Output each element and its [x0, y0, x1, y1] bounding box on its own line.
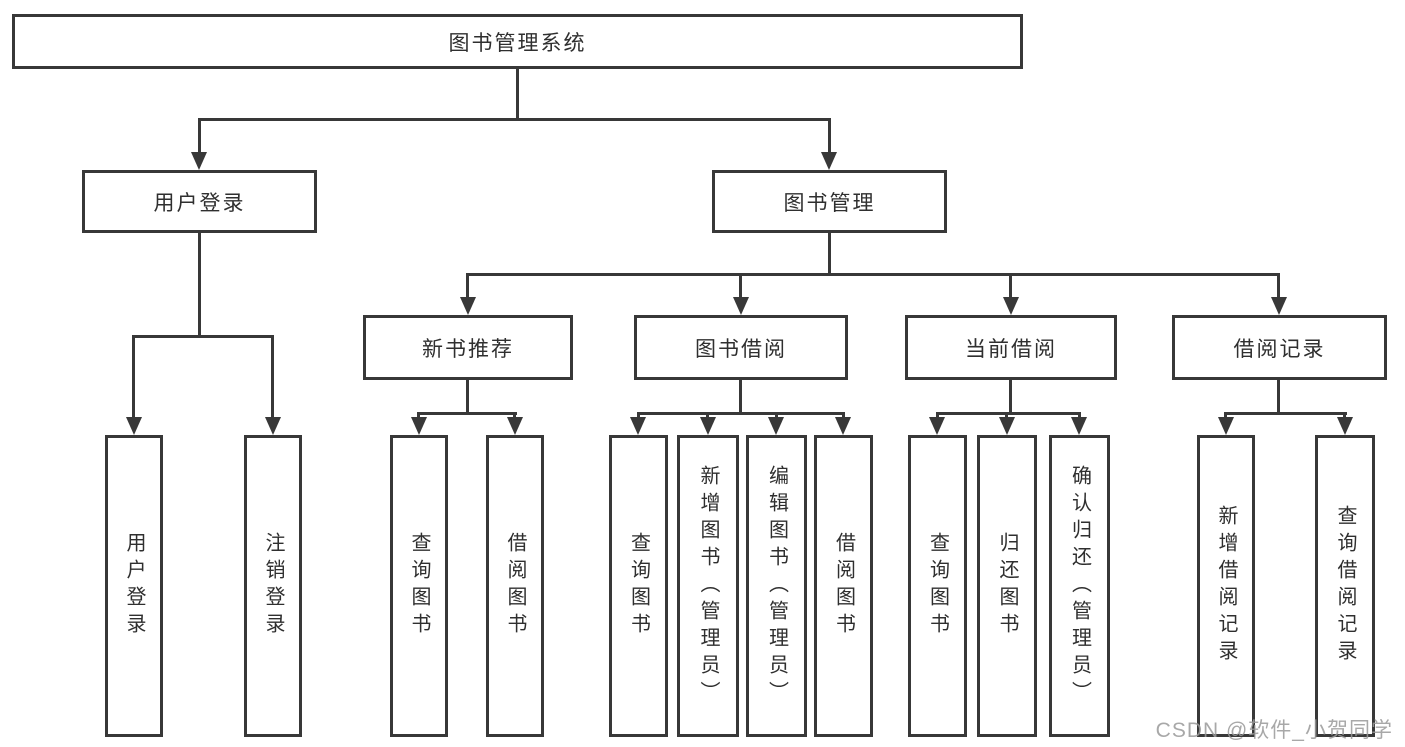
connector-line	[513, 412, 516, 420]
leaf-borrow-book: 借阅图书	[814, 435, 873, 737]
node-borrow-records: 借阅记录	[1172, 315, 1387, 380]
connector-line	[828, 118, 831, 154]
leaf-query-book-current: 查询图书	[908, 435, 967, 737]
arrow-down-icon	[411, 417, 427, 435]
leaf-edit-book-admin: 编辑图书（管理员）	[746, 435, 807, 737]
leaf-borrow-book-recommend-label: 借阅图书	[504, 532, 526, 640]
arrow-down-icon	[1218, 417, 1234, 435]
node-borrow-records-label: 借阅记录	[1233, 337, 1326, 361]
connector-line	[842, 412, 845, 420]
leaf-borrow-book-label: 借阅图书	[832, 532, 855, 640]
connector-line	[1277, 273, 1280, 299]
arrow-down-icon	[630, 417, 646, 435]
connector-line	[198, 233, 201, 335]
leaf-add-book-admin-label: 新增图书（管理员）	[697, 464, 719, 708]
connector-line	[637, 412, 640, 420]
node-book-borrow: 图书借阅	[634, 315, 848, 380]
leaf-return-book: 归还图书	[977, 435, 1037, 737]
connector-line	[1009, 273, 1012, 299]
leaf-query-borrow-record-label: 查询借阅记录	[1334, 505, 1356, 667]
arrow-down-icon	[460, 297, 476, 315]
leaf-query-book-current-label: 查询图书	[926, 532, 949, 640]
leaf-confirm-return-admin-label: 确认归还（管理员）	[1068, 464, 1091, 708]
connector-line	[1005, 412, 1008, 420]
watermark: CSDN @软件_小贺同学	[1155, 719, 1393, 742]
node-book-management-label: 图书管理	[783, 191, 876, 215]
connector-line	[198, 118, 201, 154]
node-new-book-recommend-label: 新书推荐	[422, 337, 514, 361]
connector-line	[466, 273, 469, 299]
leaf-add-borrow-record-label: 新增借阅记录	[1215, 505, 1237, 667]
node-new-book-recommend: 新书推荐	[363, 315, 573, 380]
arrow-down-icon	[768, 417, 784, 435]
leaf-query-book-recommend-label: 查询图书	[408, 532, 430, 640]
node-user-login: 用户登录	[82, 170, 317, 233]
connector-line	[1078, 412, 1081, 420]
connector-line	[1009, 380, 1012, 414]
connector-line	[198, 118, 831, 121]
arrow-down-icon	[265, 417, 281, 435]
connector-line	[1277, 380, 1280, 414]
connector-line	[516, 69, 519, 118]
connector-line	[271, 335, 274, 419]
leaf-user-login-label: 用户登录	[123, 532, 145, 640]
leaf-logout-label: 注销登录	[262, 532, 284, 640]
connector-line	[936, 412, 939, 420]
node-current-borrow-label: 当前借阅	[965, 337, 1057, 361]
connector-line	[1224, 412, 1347, 415]
arrow-down-icon	[1337, 417, 1353, 435]
leaf-borrow-book-recommend: 借阅图书	[486, 435, 544, 737]
leaf-return-book-label: 归还图书	[996, 532, 1018, 640]
node-book-borrow-label: 图书借阅	[695, 337, 787, 361]
connector-line	[828, 233, 831, 275]
arrow-down-icon	[733, 297, 749, 315]
arrow-down-icon	[999, 417, 1015, 435]
arrow-down-icon	[929, 417, 945, 435]
connector-line	[466, 273, 1280, 276]
node-user-login-label: 用户登录	[153, 191, 246, 215]
arrow-down-icon	[1071, 417, 1087, 435]
arrow-down-icon	[821, 152, 837, 170]
leaf-query-book-borrow-label: 查询图书	[627, 532, 650, 640]
node-book-management: 图书管理	[712, 170, 947, 233]
node-current-borrow: 当前借阅	[905, 315, 1117, 380]
arrow-down-icon	[191, 152, 207, 170]
connector-line	[775, 412, 778, 420]
node-root-label: 图书管理系统	[448, 31, 587, 55]
connector-line	[637, 412, 845, 415]
arrow-down-icon	[507, 417, 523, 435]
leaf-logout: 注销登录	[244, 435, 302, 737]
connector-line	[739, 273, 742, 299]
leaf-edit-book-admin-label: 编辑图书（管理员）	[765, 464, 788, 708]
connector-line	[706, 412, 709, 420]
connector-line	[132, 335, 135, 419]
arrow-down-icon	[700, 417, 716, 435]
leaf-confirm-return-admin: 确认归还（管理员）	[1049, 435, 1110, 737]
leaf-user-login: 用户登录	[105, 435, 163, 737]
leaf-query-book-borrow: 查询图书	[609, 435, 668, 737]
leaf-query-book-recommend: 查询图书	[390, 435, 448, 737]
connector-line	[936, 412, 1081, 415]
node-root: 图书管理系统	[12, 14, 1023, 69]
connector-line	[417, 412, 420, 420]
arrow-down-icon	[1003, 297, 1019, 315]
connector-line	[132, 335, 274, 338]
connector-line	[739, 380, 742, 414]
connector-line	[466, 380, 469, 414]
leaf-add-borrow-record: 新增借阅记录	[1197, 435, 1255, 737]
arrow-down-icon	[126, 417, 142, 435]
arrow-down-icon	[835, 417, 851, 435]
arrow-down-icon	[1271, 297, 1287, 315]
connector-line	[1224, 412, 1227, 420]
connector-line	[417, 412, 517, 415]
leaf-add-book-admin: 新增图书（管理员）	[677, 435, 739, 737]
connector-line	[1343, 412, 1346, 420]
leaf-query-borrow-record: 查询借阅记录	[1315, 435, 1375, 737]
